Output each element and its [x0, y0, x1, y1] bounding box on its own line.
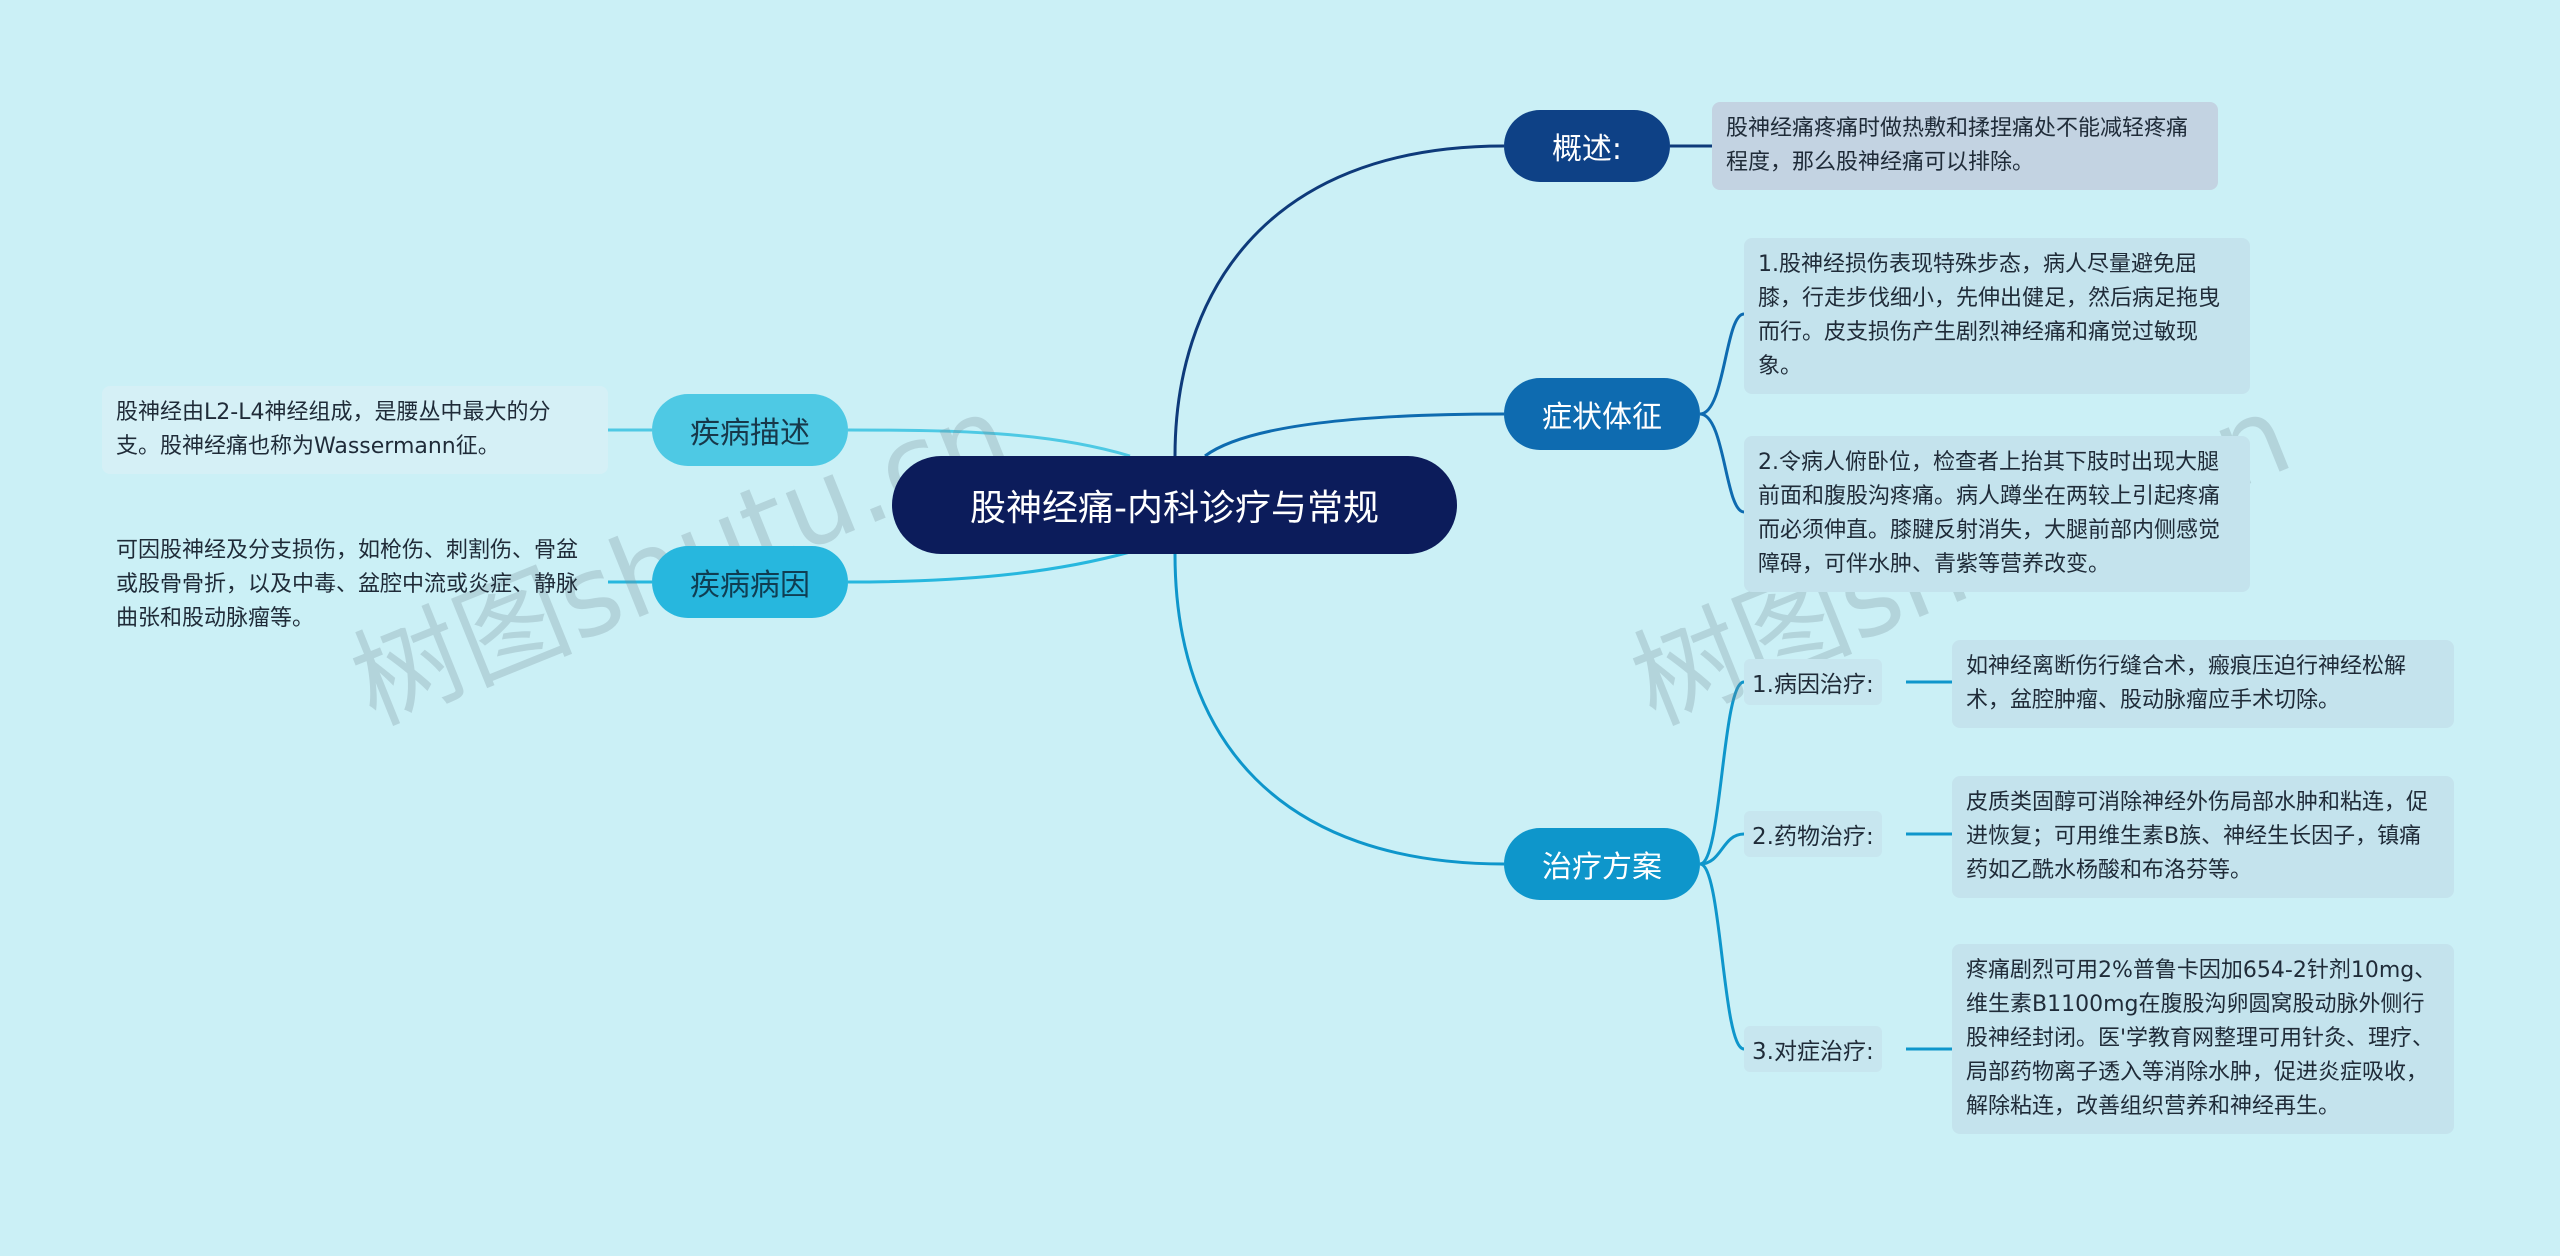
link-root-miaoshu [847, 428, 1131, 458]
gaishu-text[interactable]: 股神经痛疼痛时做热敷和揉捏痛处不能减轻疼痛程度，那么股神经痛可以排除。 [1712, 102, 2218, 190]
miaoshu-text[interactable]: 股神经由L2-L4神经组成，是腰丛中最大的分支。股神经痛也称为Wasserman… [102, 386, 608, 474]
zhiliao-sub-bingyin[interactable]: 1.病因治疗: [1744, 659, 1882, 705]
zhiliao-text-3[interactable]: 疼痛剧烈可用2%普鲁卡因加654-2针剂10mg、维生素B1100mg在腹股沟卵… [1952, 944, 2454, 1134]
link-zz-2 [1699, 412, 1745, 514]
link-root-gaishu [1173, 144, 1505, 457]
zhiliao-sub-yaowu[interactable]: 2.药物治疗: [1744, 811, 1882, 857]
link-root-zhiliao [1173, 553, 1505, 866]
branch-miaoshu[interactable]: 疾病描述 [652, 394, 848, 466]
zhengzhuang-item-1[interactable]: 1.股神经损伤表现特殊步态，病人尽量避免屈膝，行走步伐细小，先伸出健足，然后病足… [1744, 238, 2250, 394]
root-topic[interactable]: 股神经痛-内科诊疗与常规 [892, 456, 1457, 554]
link-root-bingyin [847, 550, 1131, 584]
link-zz-1 [1699, 312, 1745, 416]
zhengzhuang-item-2[interactable]: 2.令病人俯卧位，检查者上抬其下肢时出现大腿前面和腹股沟疼痛。病人蹲坐在两较上引… [1744, 436, 2250, 592]
bingyin-text[interactable]: 可因股神经及分支损伤，如枪伤、刺割伤、骨盆或股骨骨折，以及中毒、盆腔中流或炎症、… [116, 538, 579, 631]
zhiliao-text-2[interactable]: 皮质类固醇可消除神经外伤局部水肿和粘连，促进恢复；可用维生素B族、神经生长因子，… [1952, 776, 2454, 898]
zhiliao-sub-duizheng[interactable]: 3.对症治疗: [1744, 1026, 1882, 1072]
zhiliao-text-1[interactable]: 如神经离断伤行缝合术，瘢痕压迫行神经松解术，盆腔肿瘤、股动脉瘤应手术切除。 [1952, 640, 2454, 728]
link-root-zhengzhuang [1204, 412, 1505, 458]
branch-zhiliao[interactable]: 治疗方案 [1504, 828, 1700, 900]
link-zl-1 [1699, 680, 1745, 866]
branch-gaishu[interactable]: 概述: [1504, 110, 1670, 182]
branch-zhengzhuang[interactable]: 症状体征 [1504, 378, 1700, 450]
link-zl-2 [1699, 832, 1745, 866]
link-zl-3 [1699, 862, 1745, 1051]
branch-bingyin[interactable]: 疾病病因 [652, 546, 848, 618]
